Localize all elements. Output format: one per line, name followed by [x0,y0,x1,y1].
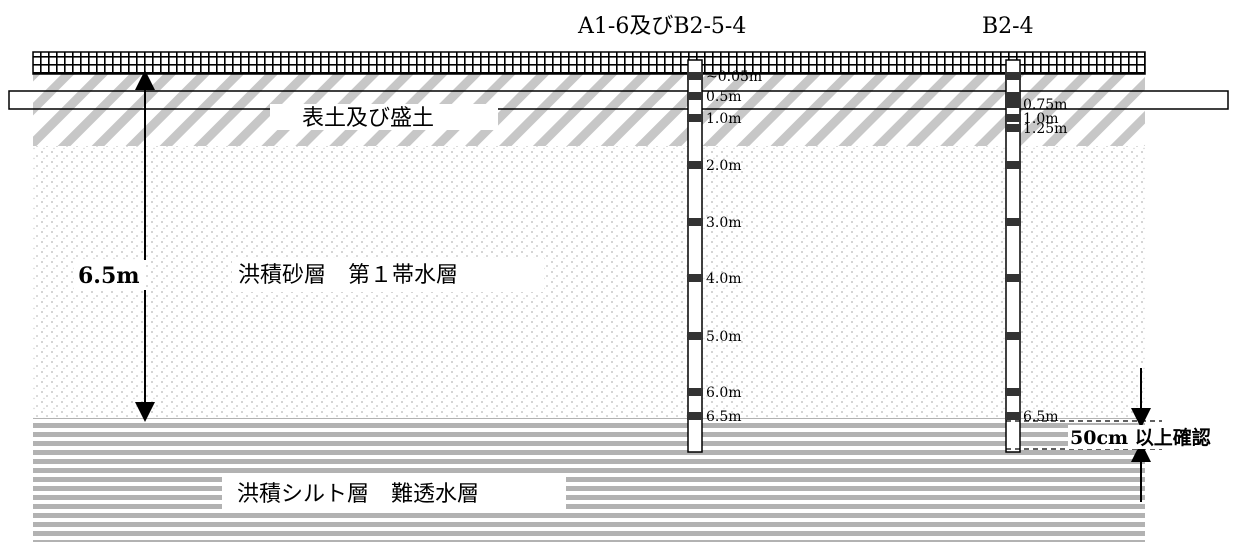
depth-tick-label: 5.0m [706,329,742,345]
depth-label: 6.5m [78,263,140,289]
sample-marker [687,161,703,169]
sample-marker [1005,124,1021,132]
depth-tick-label: ~0.05m [706,69,762,85]
surface-band [8,90,1229,110]
sand-layer [33,146,1145,418]
borehole-right-title: B2-4 [982,14,1034,39]
sand-label: 洪積砂層 第１帯水層 [238,263,458,288]
sample-marker [1005,161,1021,169]
borehole-right [1005,59,1021,453]
sample-marker [687,412,703,420]
depth-tick-label: 3.0m [706,215,742,231]
sample-marker [687,92,703,100]
sample-marker [687,218,703,226]
depth-tick-label: 4.0m [706,271,742,287]
sample-marker [1005,72,1021,80]
silt-label: 洪積シルト層 難透水層 [237,482,479,507]
sample-marker [687,72,703,80]
sample-marker [1005,114,1021,122]
depth-tick-label: 6.0m [706,385,742,401]
depth-tick-label: 1.0m [1023,111,1059,127]
topsoil-label: 表土及び盛土 [302,106,434,131]
depth-tick-label: 0.5m [706,89,742,105]
silt-label-bg [222,477,566,511]
depth-tick-label: 1.25m [1023,121,1067,137]
depth-tick-label: 1.0m [706,111,742,127]
sand-label-bg [232,258,544,292]
sample-marker [1005,274,1021,282]
sample-marker [1005,92,1021,100]
topsoil-layer [33,74,1145,146]
borehole-left-title: A1-6及びB2-5-4 [577,14,746,39]
depth-tick-label: 2.0m [706,158,742,174]
silt-layer [33,418,1145,542]
ground-surface-paving [33,52,1145,74]
sample-marker [687,114,703,122]
confirm-label: 50cm 以上確認 [1070,426,1211,449]
sample-marker [1005,412,1021,420]
depth-tick-label: 6.5m [706,409,742,425]
depth-tick-label: 0.75m [1023,97,1067,113]
topsoil-label-bg [270,104,498,130]
sample-marker [1005,100,1021,108]
depth-tick-label: 6.5m [1023,409,1059,425]
sample-marker [687,332,703,340]
sample-marker [1005,332,1021,340]
sample-marker [687,274,703,282]
sample-marker [1005,388,1021,396]
borehole-left [687,59,703,453]
sample-marker [687,388,703,396]
sample-marker [1005,218,1021,226]
